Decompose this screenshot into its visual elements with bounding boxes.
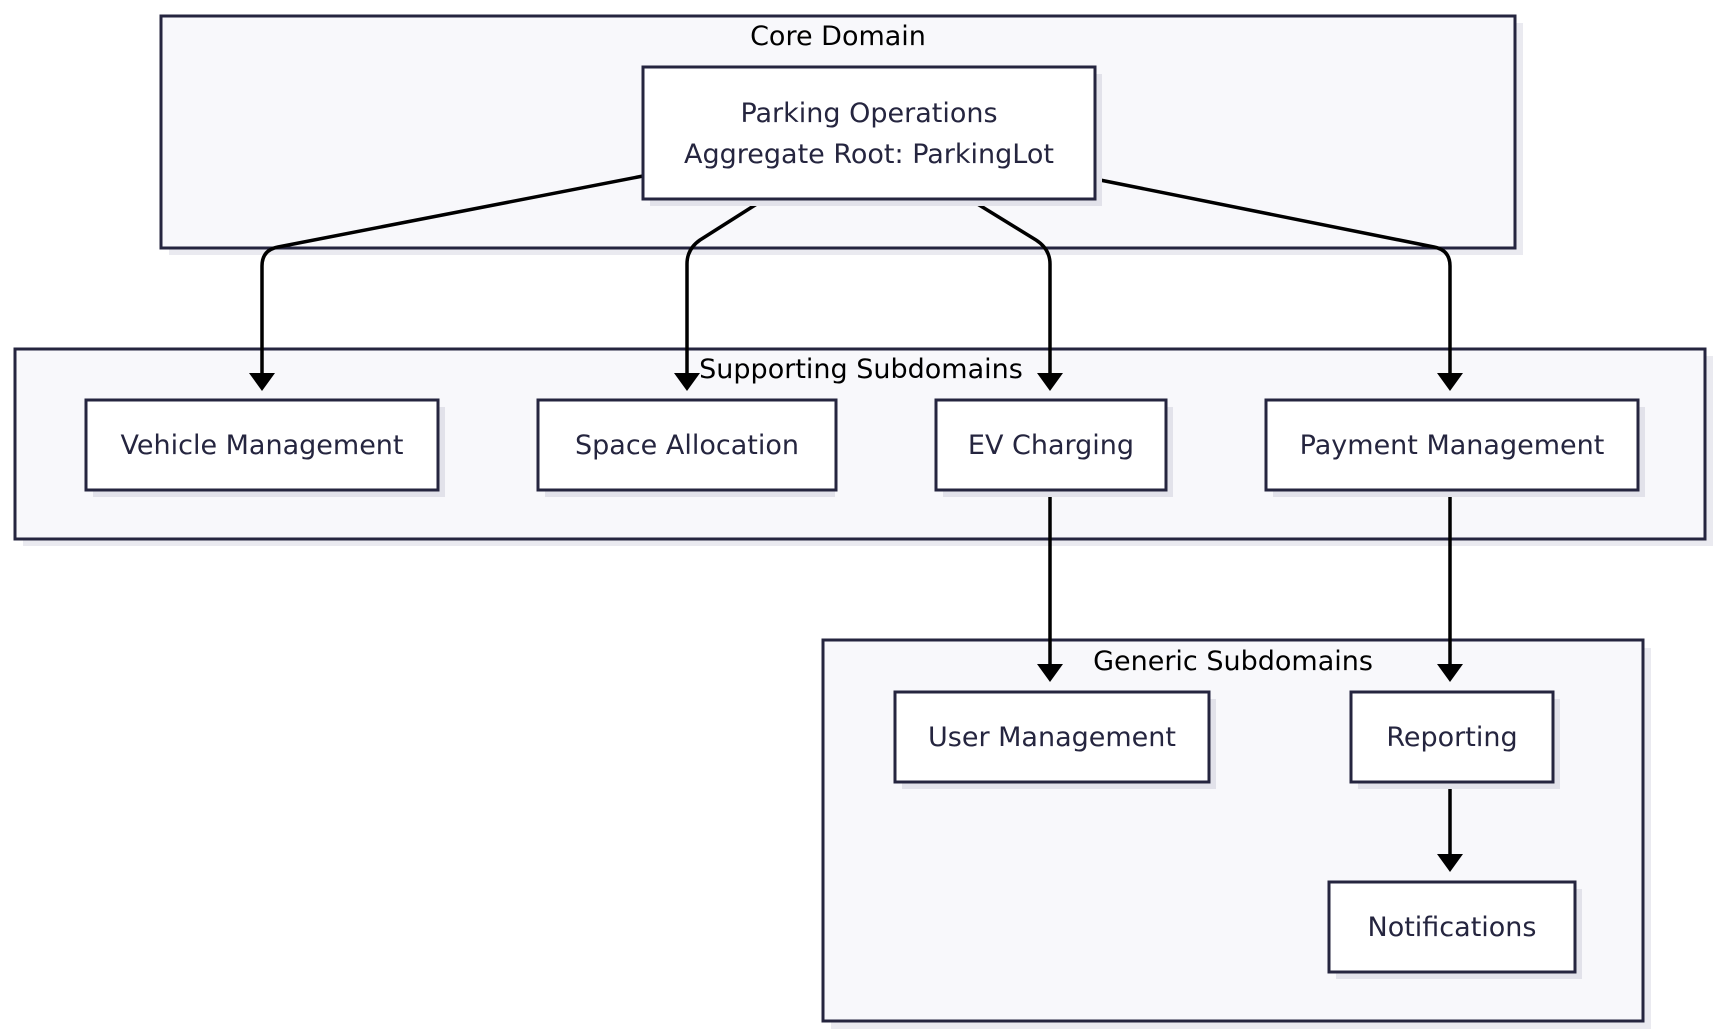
edge-parking-to-vehicle	[260, 174, 644, 375]
arrowhead-space	[674, 373, 700, 391]
edge-parking-to-payment	[1094, 177, 1452, 375]
node-label-parking-operations: Parking Operations	[740, 98, 997, 129]
arrowhead-payment	[1437, 373, 1463, 391]
node-ev-charging[interactable]: EV Charging	[934, 398, 1173, 497]
node-label-notifications: Notifications	[1368, 912, 1537, 943]
arrowhead-user	[1037, 664, 1063, 682]
node-label-payment-management: Payment Management	[1300, 430, 1605, 461]
node-space-allocation[interactable]: Space Allocation	[536, 398, 838, 497]
node-label-ev-charging: EV Charging	[968, 430, 1134, 461]
cluster-label-generic-subdomains: Generic Subdomains	[1093, 646, 1373, 677]
arrowhead-notifications	[1437, 854, 1463, 872]
node-user-management[interactable]: User Management	[893, 690, 1216, 789]
arrowhead-ev	[1037, 373, 1063, 391]
node-label-aggregate-root: Aggregate Root: ParkingLot	[684, 139, 1054, 170]
edge-parking-to-space	[685, 198, 764, 375]
edge-parking-to-ev	[970, 198, 1052, 375]
node-reporting[interactable]: Reporting	[1349, 690, 1560, 789]
node-parking-operations[interactable]: Parking Operations Aggregate Root: Parki…	[641, 65, 1102, 206]
node-notifications[interactable]: Notifications	[1327, 880, 1582, 979]
edges	[249, 174, 1463, 872]
node-label-user-management: User Management	[928, 722, 1176, 753]
node-label-vehicle-management: Vehicle Management	[121, 430, 404, 461]
cluster-label-core-domain: Core Domain	[750, 21, 926, 52]
arrowhead-vehicle	[249, 373, 275, 391]
arrowhead-reporting	[1437, 664, 1463, 682]
node-label-reporting: Reporting	[1386, 722, 1517, 753]
node-payment-management[interactable]: Payment Management	[1264, 398, 1645, 497]
cluster-label-supporting-subdomains: Supporting Subdomains	[699, 354, 1023, 385]
node-label-space-allocation: Space Allocation	[575, 430, 799, 461]
node-vehicle-management[interactable]: Vehicle Management	[84, 398, 445, 497]
